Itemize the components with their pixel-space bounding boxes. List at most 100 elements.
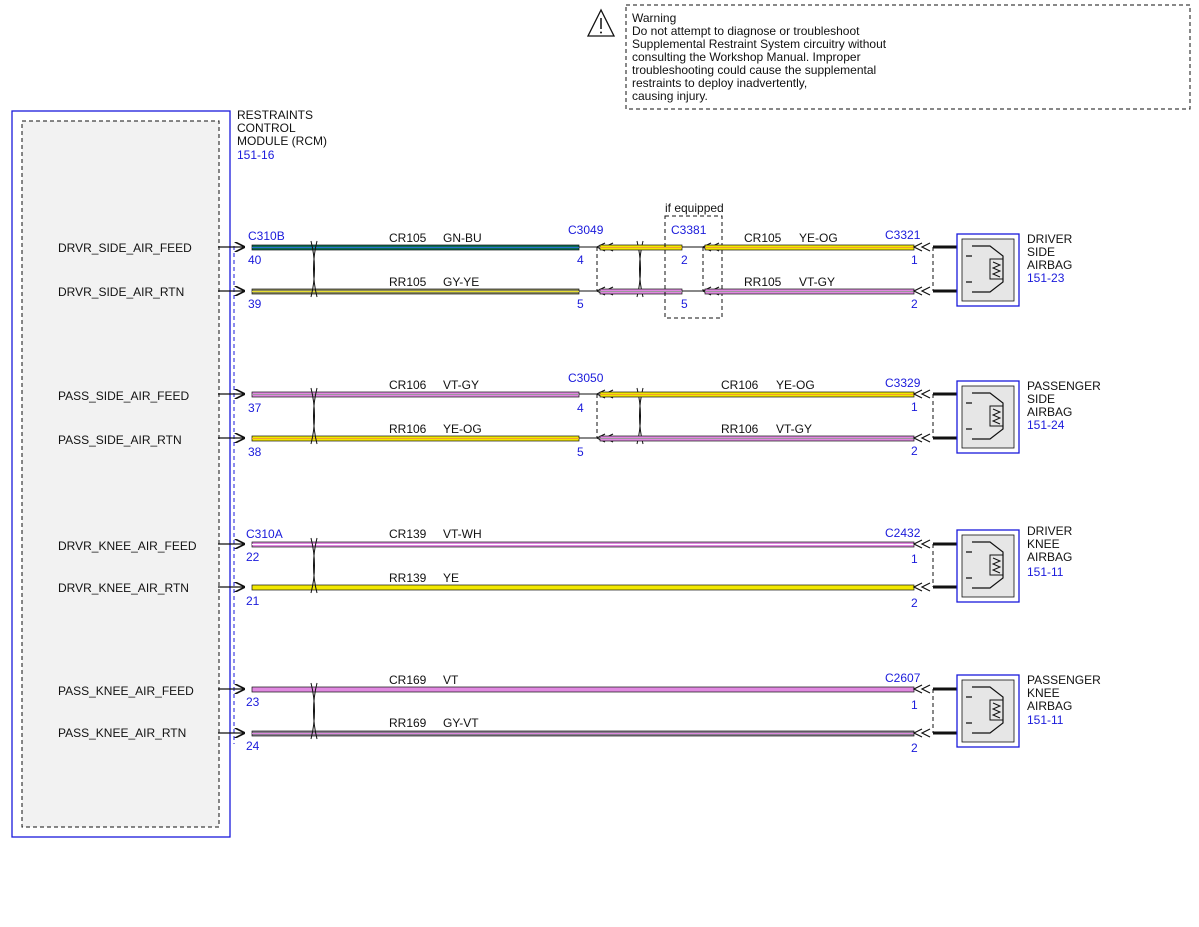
wire-jumper-rtn: [599, 288, 683, 295]
wire-color-label: YE: [443, 571, 459, 585]
airbag-pin-number: 1: [911, 400, 918, 414]
circuit-label: CR106: [721, 378, 759, 392]
wire-color-label: VT-GY: [776, 422, 812, 436]
warning-title: Warning: [632, 11, 676, 25]
rcm-pin-label: PASS_SIDE_AIR_RTN: [58, 433, 182, 447]
rcm-ref: 151-16: [237, 148, 275, 162]
airbag-label: AIRBAG: [1027, 405, 1072, 419]
circuit-label: CR105: [389, 231, 427, 245]
airbag-ref: 151-11: [1027, 565, 1064, 579]
rcm-pin-number: 21: [246, 594, 260, 608]
rcm-title-1: RESTRAINTS: [237, 108, 313, 122]
airbag-pin-number: 1: [911, 253, 918, 267]
warning-line-2: Supplemental Restraint System circuitry …: [632, 37, 887, 51]
wire-rr106-vt-gy: [599, 435, 915, 442]
wire-color-label: YE-OG: [776, 378, 815, 392]
rcm-pin-label: DRVR_SIDE_AIR_FEED: [58, 241, 192, 255]
rcm-pin-label: PASS_KNEE_AIR_RTN: [58, 726, 186, 740]
airbag-ref: 151-23: [1027, 271, 1065, 285]
connector-c3381: C3381: [671, 223, 707, 237]
airbag-label: KNEE: [1027, 686, 1060, 700]
connector-c3050: C3050: [568, 371, 604, 385]
airbag-driver-side: [956, 233, 1020, 307]
rcm-pin-number: 38: [248, 445, 262, 459]
wire-color-label: VT: [443, 673, 459, 687]
airbag-label: AIRBAG: [1027, 699, 1072, 713]
connector-c3321: C3321: [885, 228, 921, 242]
airbag-pin-number: 2: [911, 444, 918, 458]
pin-number: 5: [681, 297, 688, 311]
rcm-pin-number: 23: [246, 695, 260, 709]
wire-jumper-feed: [599, 244, 683, 251]
connector-c2607: C2607: [885, 671, 921, 685]
pin-number: 4: [577, 401, 584, 415]
rcm-title-2: CONTROL: [237, 121, 296, 135]
inline-connector-c3049: [579, 242, 614, 296]
airbag-driver-knee: [956, 529, 1020, 603]
rcm-pin-number: 40: [248, 253, 262, 267]
circuit-label: RR169: [389, 716, 427, 730]
rcm-module: RESTRAINTS CONTROL MODULE (RCM) 151-16 D…: [11, 108, 327, 838]
airbag-label: DRIVER: [1027, 232, 1073, 246]
rcm-pin-label: DRVR_KNEE_AIR_FEED: [58, 539, 197, 553]
wire-color-label: YE-OG: [443, 422, 482, 436]
airbag-label: AIRBAG: [1027, 550, 1072, 564]
warning-line-1: Do not attempt to diagnose or troublesho…: [632, 24, 860, 38]
wire-cr106-ye-og: [599, 391, 915, 398]
warning-line-3: consulting the Workshop Manual. Improper: [632, 50, 861, 64]
rcm-pin-label: PASS_KNEE_AIR_FEED: [58, 684, 194, 698]
airbag-passenger-side: [956, 380, 1020, 454]
airbag-label: PASSENGER: [1027, 379, 1101, 393]
inline-connector-c3050: [579, 389, 614, 443]
rcm-pin-number: 24: [246, 739, 260, 753]
wire-cr105-ye-og: [704, 244, 915, 251]
circuit-label: RR106: [721, 422, 759, 436]
circuit-label: RR105: [744, 275, 782, 289]
circuit-label: RR105: [389, 275, 427, 289]
wire-rr105-vt-gy: [704, 288, 915, 295]
circuit-label: CR106: [389, 378, 427, 392]
airbag-ref: 151-11: [1027, 713, 1064, 727]
wire-color-label: GN-BU: [443, 231, 482, 245]
wire-color-label: VT-WH: [443, 527, 482, 541]
pin-number: 5: [577, 297, 584, 311]
warning-line-6: causing injury.: [632, 89, 708, 103]
circuit-label: RR106: [389, 422, 427, 436]
connector-c310b: C310B: [248, 229, 285, 243]
rcm-pin-number: 37: [248, 401, 262, 415]
warning-box: Warning Do not attempt to diagnose or tr…: [586, 4, 1191, 110]
airbag-pin-number: 1: [911, 552, 918, 566]
circuit-label: CR139: [389, 527, 427, 541]
wire-rr105-gy-ye: [251, 288, 580, 295]
pin-number: 5: [577, 445, 584, 459]
twisted-pair-marks: [310, 240, 644, 740]
rcm-pin-number: 39: [248, 297, 262, 311]
airbag-pin-stubs: [933, 245, 961, 735]
wire-color-label: GY-VT: [443, 716, 479, 730]
rcm-pin-label: DRVR_SIDE_AIR_RTN: [58, 285, 184, 299]
airbag-pin-number: 2: [911, 297, 918, 311]
rcm-pin-number: 22: [246, 550, 260, 564]
if-equipped-label: if equipped: [665, 201, 724, 215]
warning-triangle-icon: [586, 8, 616, 37]
airbag-label: PASSENGER: [1027, 673, 1101, 687]
wire-cr139-vt-wh: [251, 541, 915, 548]
wire-color-label: VT-GY: [799, 275, 835, 289]
pin-number: 2: [681, 253, 688, 267]
wire-cr106-vt-gy: [251, 391, 580, 398]
wire-cr105-gn-bu: [251, 244, 580, 251]
wire-color-label: YE-OG: [799, 231, 838, 245]
wire-color-label: GY-YE: [443, 275, 479, 289]
warning-line-4: troubleshooting could cause the suppleme…: [632, 63, 876, 77]
wire-rr106-ye-og: [251, 435, 580, 442]
connector-c3329: C3329: [885, 376, 921, 390]
airbag-ref: 151-24: [1027, 418, 1065, 432]
pin-number: 4: [577, 253, 584, 267]
airbag-label: SIDE: [1027, 392, 1055, 406]
airbag-pin-number: 2: [911, 596, 918, 610]
warning-line-5: restraints to deploy inadvertently,: [632, 76, 807, 90]
airbag-pin-number: 1: [911, 698, 918, 712]
airbag-arrows: [912, 242, 931, 738]
circuit-label: RR139: [389, 571, 427, 585]
wire-color-label: VT-GY: [443, 378, 479, 392]
